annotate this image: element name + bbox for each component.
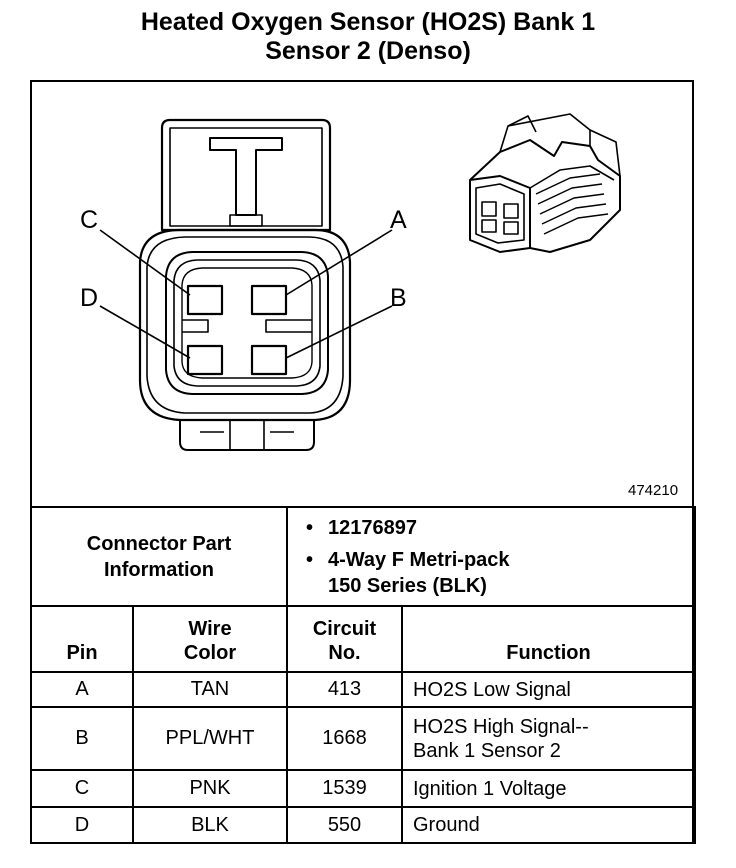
header-circuit-line-1: Circuit — [312, 618, 377, 640]
figure-number: 474210 — [628, 482, 679, 499]
function-line-1: Ground — [413, 814, 480, 836]
pin-cell: D — [30, 806, 134, 844]
circuit-cell: 1668 — [286, 706, 403, 771]
connector-body — [138, 228, 352, 422]
wire-color-cell: TAN — [132, 671, 288, 708]
connector-table: Connector Part Information • 12176897 • … — [30, 506, 696, 844]
connector-part-label-line-2: Information — [104, 558, 214, 581]
connector-part-info-values: • 12176897 • 4-Way F Metri-pack 150 Seri… — [286, 506, 696, 607]
pin-cavity-d — [186, 344, 224, 376]
function-line-1: Ignition 1 Voltage — [413, 777, 567, 800]
leader-line-a — [285, 229, 393, 296]
pin-cell: C — [30, 769, 134, 808]
part-description-item: • 4-Way F Metri-pack — [306, 547, 694, 573]
pin-cell: A — [30, 671, 134, 708]
connector-drawing — [99, 113, 621, 451]
circuit-cell: 1539 — [286, 769, 403, 808]
header-pin: Pin — [30, 605, 134, 673]
table-row: A TAN 413 HO2S Low Signal — [30, 671, 696, 708]
part-number-item: • 12176897 — [306, 515, 694, 541]
diagram-frame — [30, 80, 694, 844]
table-row: B PPL/WHT 1668 HO2S High Signal-- Bank 1… — [30, 706, 696, 771]
pin-label-c: C — [80, 206, 99, 234]
circuit-cell: 413 — [286, 671, 403, 708]
title-line-1: Heated Oxygen Sensor (HO2S) Bank 1 — [140, 8, 596, 36]
pin-label-d: D — [80, 284, 99, 312]
bullet-icon: • — [306, 548, 314, 571]
part-number: 12176897 — [328, 516, 417, 539]
function-line-2: Bank 1 Sensor 2 — [413, 739, 561, 762]
circuit-cell: 550 — [286, 806, 403, 844]
connector-figure: C A D B 474210 — [30, 80, 694, 506]
pin-cell: B — [30, 706, 134, 771]
leader-line-c — [99, 229, 191, 296]
table-header-row: Pin Wire Color Circuit No. Function — [30, 605, 696, 673]
part-description-line-1: 4-Way F Metri-pack — [328, 548, 510, 571]
header-wire-color-line-1: Wire — [188, 618, 232, 640]
table-row: D BLK 550 Ground — [30, 806, 696, 844]
wire-color-cell: PNK — [132, 769, 288, 808]
header-function: Function — [401, 605, 696, 673]
function-cell: HO2S High Signal-- Bank 1 Sensor 2 — [401, 706, 696, 771]
pin-cavity-b — [250, 344, 288, 376]
part-description-line-2: 150 Series (BLK) — [328, 574, 487, 597]
function-cell: Ground — [401, 806, 696, 844]
title-line-2: Sensor 2 (Denso) — [265, 37, 471, 65]
function-cell: Ignition 1 Voltage — [401, 769, 696, 808]
wire-color-cell: BLK — [132, 806, 288, 844]
leader-line-d — [99, 305, 191, 359]
connector-isometric-view — [469, 113, 621, 253]
function-line-1: HO2S Low Signal — [413, 678, 571, 701]
leader-line-b — [285, 305, 393, 359]
bullet-icon: • — [306, 516, 314, 539]
header-wire-color: Wire Color — [132, 605, 288, 673]
function-line-1: HO2S High Signal-- — [413, 715, 589, 738]
pin-label-b: B — [390, 284, 407, 312]
pin-cavity-a — [250, 284, 288, 316]
header-wire-color-line-2: Color — [183, 642, 237, 664]
wire-color-cell: PPL/WHT — [132, 706, 288, 771]
connector-part-label-line-1: Connector Part — [86, 532, 232, 555]
table-row: C PNK 1539 Ignition 1 Voltage — [30, 769, 696, 808]
function-cell: HO2S Low Signal — [401, 671, 696, 708]
header-circuit-line-2: No. — [328, 642, 361, 664]
header-circuit: Circuit No. — [286, 605, 403, 673]
connector-part-info-label: Connector Part Information — [30, 506, 288, 607]
connector-part-info-row: Connector Part Information • 12176897 • … — [30, 506, 696, 607]
page-title: Heated Oxygen Sensor (HO2S) Bank 1 Senso… — [0, 8, 736, 66]
pin-label-a: A — [390, 206, 407, 234]
connector-latch — [160, 118, 332, 232]
pin-cavity-c — [186, 284, 224, 316]
